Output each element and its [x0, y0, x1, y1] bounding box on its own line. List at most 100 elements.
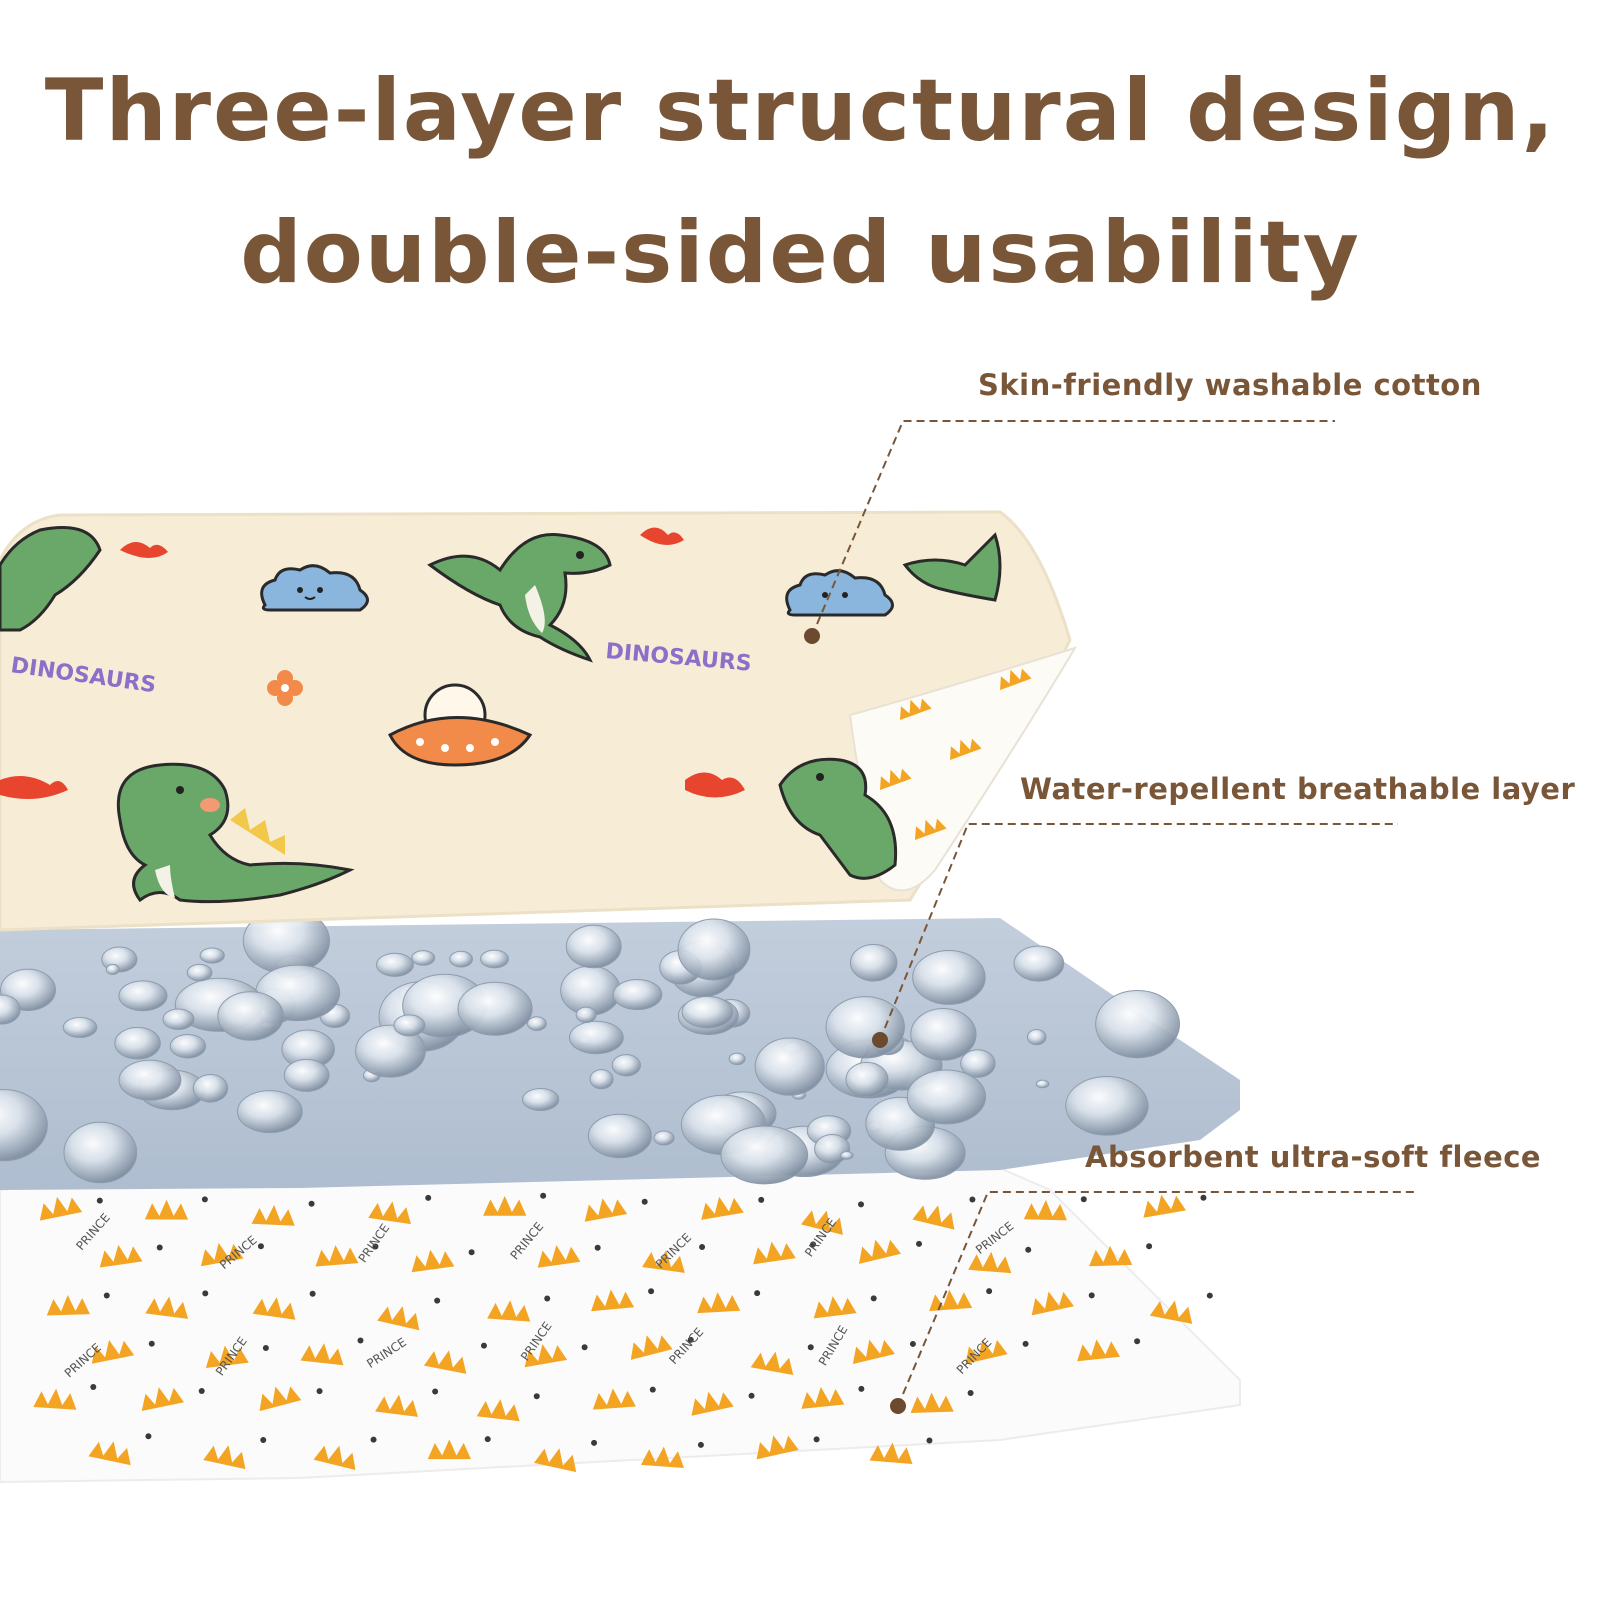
water-drop	[906, 1069, 987, 1125]
water-drop	[480, 949, 510, 969]
star-dot	[484, 1436, 491, 1443]
water-drop	[449, 950, 473, 968]
star-dot	[591, 1439, 598, 1446]
crown-icon	[1023, 1199, 1067, 1221]
crown-icon	[99, 1244, 143, 1268]
star-dot	[1080, 1196, 1087, 1203]
crown-icon	[968, 1251, 1012, 1274]
crown-icon	[483, 1195, 527, 1216]
water-drop	[63, 1121, 138, 1184]
star-dot	[308, 1200, 315, 1207]
label-cotton-layer: Skin-friendly washable cotton	[978, 368, 1482, 402]
leader-lines	[811, 420, 1418, 1407]
water-drop	[217, 991, 284, 1041]
water-drop	[375, 952, 414, 977]
crown-icon	[252, 1297, 296, 1320]
crown-icon	[642, 1250, 685, 1273]
star-dot	[870, 1295, 877, 1302]
headline-line-2: double-sided usability	[240, 203, 1361, 303]
crown-icon	[630, 1335, 673, 1360]
crown-icon	[91, 1340, 135, 1364]
crown-icon	[524, 1344, 568, 1368]
star-dot	[1025, 1246, 1032, 1253]
crown-icon	[46, 1295, 90, 1316]
crown-icon	[1089, 1245, 1133, 1267]
star-dot	[754, 1290, 761, 1297]
flame-icon	[0, 527, 745, 799]
water-drop	[612, 979, 663, 1011]
crown-icon	[203, 1445, 246, 1470]
water-drop	[587, 1113, 652, 1159]
water-drop	[457, 981, 533, 1036]
water-drop	[118, 980, 168, 1012]
dinosaur-icon	[116, 762, 355, 904]
star-dot	[687, 1336, 694, 1343]
star-dot	[581, 1344, 588, 1351]
crown-icon	[1000, 668, 1032, 690]
star-dot	[1134, 1338, 1141, 1345]
water-drop	[118, 1059, 182, 1101]
star-dot	[262, 1344, 269, 1351]
crown-icon	[251, 1205, 295, 1226]
crown-icon	[315, 1245, 359, 1267]
crown-icon	[259, 1386, 302, 1412]
crown-icon	[375, 1394, 418, 1417]
star-dot	[480, 1342, 487, 1349]
star-dot	[807, 1344, 814, 1351]
star-dot	[967, 1390, 974, 1397]
star-dot	[198, 1388, 205, 1395]
crown-icon	[1143, 1194, 1186, 1218]
crown-icon	[915, 818, 947, 840]
water-drop	[589, 1069, 614, 1090]
leader-dot-cotton	[804, 628, 820, 644]
star-dot	[357, 1337, 364, 1344]
crown-icon	[537, 1245, 581, 1268]
crown-icon	[640, 1446, 684, 1468]
water-drop	[681, 995, 734, 1029]
crown-icon	[591, 1289, 635, 1312]
crown-icon	[300, 1343, 344, 1366]
water-drop	[825, 996, 905, 1059]
star-dot	[257, 1243, 264, 1250]
dinosaur-icon	[902, 532, 1002, 602]
water-drop	[526, 1016, 547, 1032]
crown-icon	[801, 1386, 845, 1409]
star-dot	[425, 1194, 432, 1201]
flower-icon	[267, 670, 303, 706]
water-drop	[192, 1074, 229, 1103]
corner-crowns	[880, 668, 1032, 840]
star-dot	[468, 1249, 475, 1256]
star-dot	[432, 1388, 439, 1395]
water-drop	[575, 1006, 597, 1023]
leader-dots	[804, 628, 906, 1414]
crown-icon	[859, 1239, 902, 1264]
star-dot	[699, 1244, 706, 1251]
crown-icon	[200, 1242, 244, 1267]
crown-icon	[753, 1241, 796, 1265]
water-drop	[677, 918, 751, 981]
crown-icon	[869, 1442, 913, 1464]
crown-icon	[697, 1292, 741, 1314]
star-dot	[96, 1197, 103, 1204]
water-drop	[728, 1052, 746, 1066]
water-drop	[720, 1125, 809, 1185]
water-drop	[411, 950, 436, 966]
star-dot	[648, 1288, 655, 1295]
crown-icon	[965, 1339, 1008, 1364]
crown-icon	[423, 1350, 467, 1374]
star-dot	[810, 1241, 817, 1248]
crown-icon	[487, 1300, 531, 1322]
star-dot	[594, 1244, 601, 1251]
crown-icon	[910, 1392, 954, 1414]
star-dot	[1206, 1292, 1213, 1299]
water-drop	[62, 1016, 98, 1039]
star-dot	[641, 1198, 648, 1205]
star-dot	[649, 1386, 656, 1393]
star-dot	[202, 1290, 209, 1297]
crown-icon	[377, 1306, 420, 1331]
cotton-layer: DINOSAURS DINOSAURS	[0, 510, 1078, 932]
leader-dot-fleece	[890, 1398, 906, 1414]
water-drop	[1065, 1076, 1149, 1136]
star-dot	[969, 1196, 976, 1203]
water-drop	[114, 1026, 161, 1060]
